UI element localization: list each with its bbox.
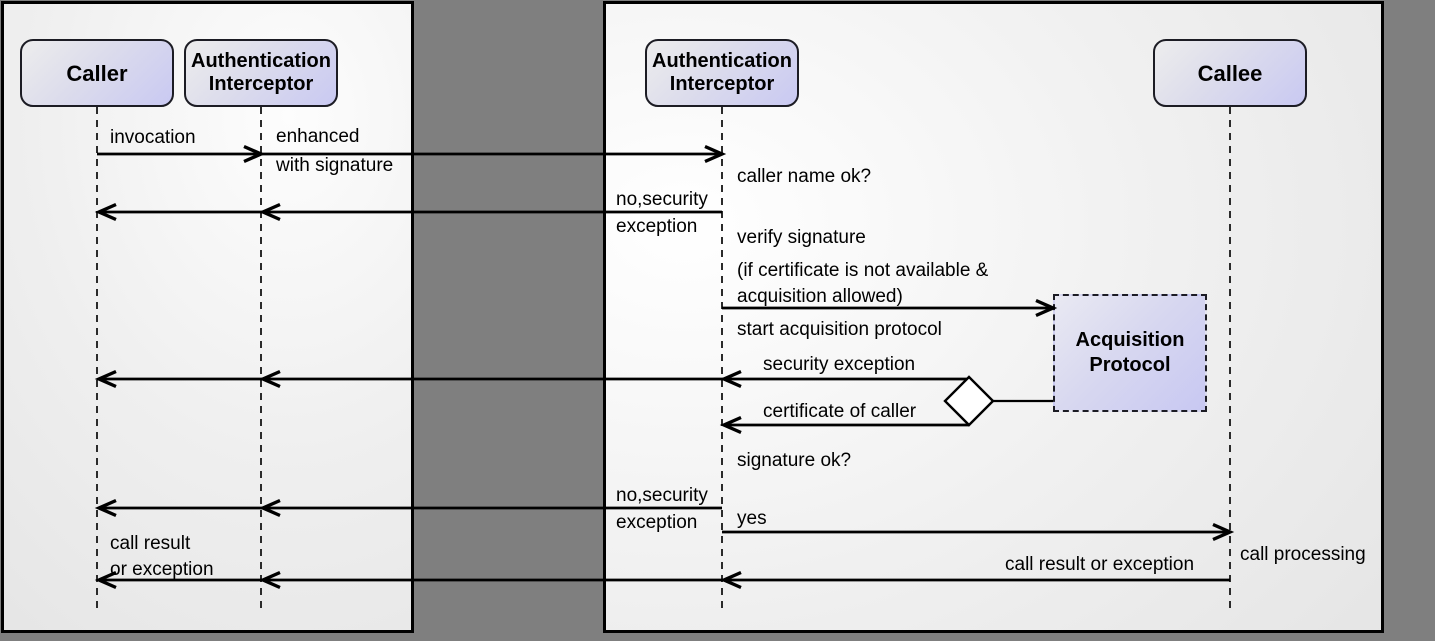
actor-acquisition-protocol: Acquisition Protocol	[1053, 294, 1207, 412]
label-start-acquisition-protocol: start acquisition protocol	[737, 319, 942, 340]
label-call-result-or-exception-right: call result or exception	[1005, 554, 1195, 575]
label-no-security-exception-1: no,security exception	[616, 189, 708, 237]
label-enhanced-with-signature: enhanced with signature	[276, 126, 394, 176]
label-certificate-condition: (if certificate is not available & acqui…	[737, 260, 989, 307]
label-verify-signature: verify signature	[737, 227, 866, 248]
label-certificate-of-caller: certificate of caller	[763, 401, 917, 422]
actor-callee: Callee	[1153, 39, 1307, 107]
actor-auth-interceptor-right: Authentication Interceptor	[645, 39, 799, 107]
label-security-exception: security exception	[763, 354, 916, 375]
actor-caller: Caller	[20, 39, 174, 107]
label-call-result-or-exception-left: call result or exception	[110, 533, 214, 580]
label-signature-ok: signature ok?	[737, 450, 852, 471]
label-yes: yes	[737, 508, 767, 529]
label-caller-name-ok: caller name ok?	[737, 166, 872, 187]
label-invocation: invocation	[110, 127, 196, 148]
label-no-security-exception-2: no,security exception	[616, 485, 708, 533]
label-call-processing: call processing	[1240, 544, 1366, 565]
actor-auth-interceptor-left: Authentication Interceptor	[184, 39, 338, 107]
